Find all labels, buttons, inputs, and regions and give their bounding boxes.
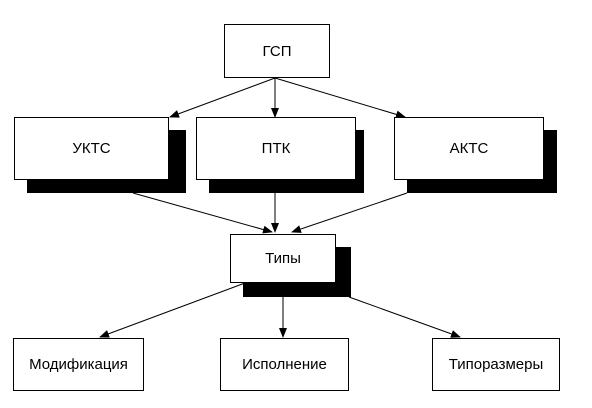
node-label-akts: АКТС [449, 140, 489, 157]
edge-gsp-to-ukts [169, 77, 276, 118]
node-box: Типоразмеры [432, 338, 560, 391]
node-box: Типы [230, 234, 336, 283]
edge-gsp-to-akts [274, 77, 406, 119]
node-box: Модификация [13, 338, 144, 391]
node-label-ispolnenie: Исполнение [242, 356, 327, 373]
edge-ukts-to-tipy [132, 192, 273, 234]
node-box: УКТС [14, 117, 169, 180]
node-box: ГСП [224, 24, 330, 78]
node-label-modifikaciya: Модификация [29, 356, 128, 373]
node-box: Исполнение [220, 338, 349, 391]
edge-akts-to-tipy [291, 192, 408, 233]
edge-tipy-to-modifikaciya [99, 282, 246, 338]
node-label-ptk: ПТК [261, 140, 291, 157]
node-label-ukts: УКТС [72, 140, 111, 157]
node-label-tipy: Типы [265, 250, 301, 267]
edge-tipy-to-tiporazmery [348, 296, 461, 338]
node-label-tiporazmery: Типоразмеры [448, 356, 544, 373]
node-label-gsp: ГСП [262, 42, 292, 60]
node-box: АКТС [394, 117, 544, 180]
node-box: ПТК [196, 117, 356, 180]
